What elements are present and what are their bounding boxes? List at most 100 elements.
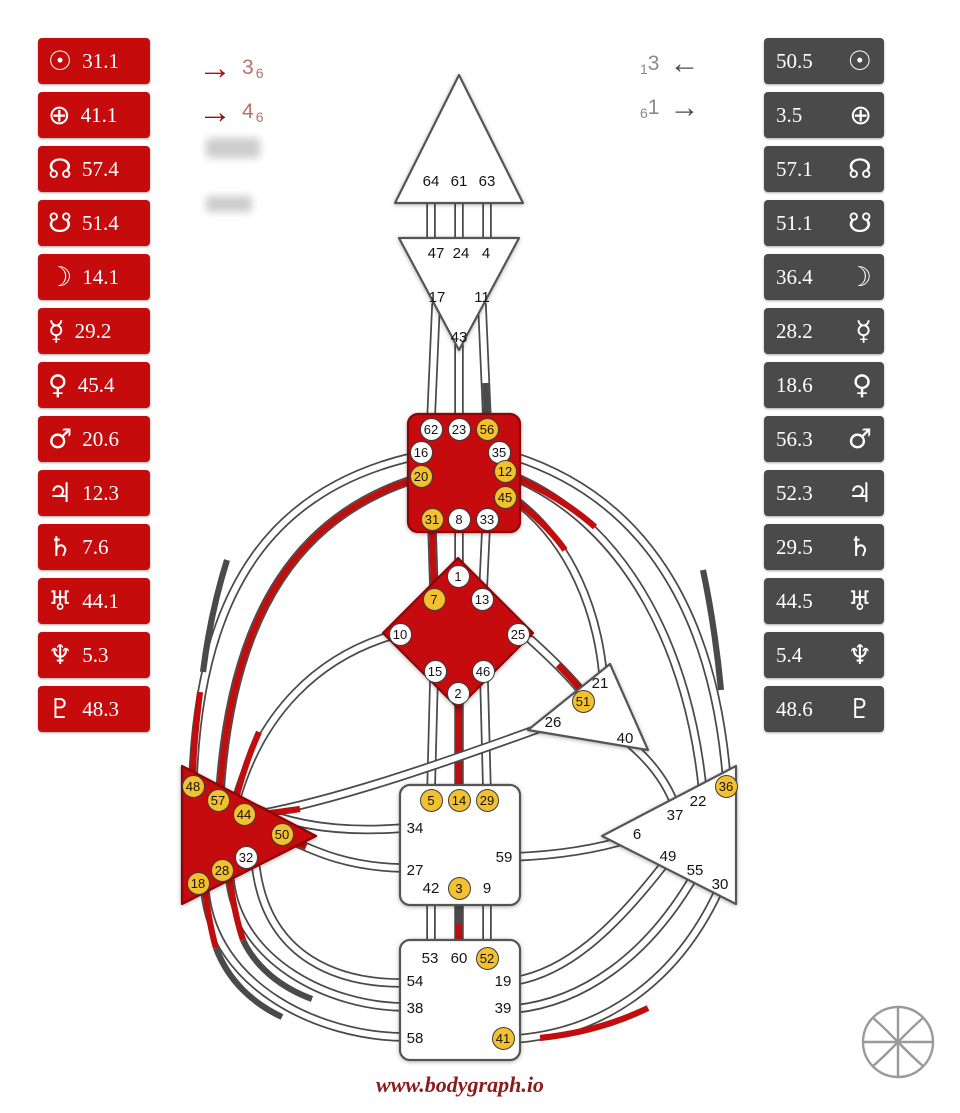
- gate-27[interactable]: 27: [406, 861, 424, 879]
- uranus-icon: ♅: [48, 585, 73, 617]
- gate-5[interactable]: 5: [419, 788, 443, 812]
- design-uranus-value: 44.1: [82, 588, 119, 613]
- channels: [188, 193, 732, 1044]
- channel-17-62: [426, 300, 441, 425]
- gate-9[interactable]: 9: [482, 879, 492, 897]
- center-solar-plexus[interactable]: [600, 764, 738, 906]
- north-node-icon: ☊: [848, 153, 872, 185]
- personality-venus-value: 18.6: [776, 372, 813, 397]
- gate-26[interactable]: 26: [544, 713, 562, 731]
- gate-51[interactable]: 51: [571, 689, 595, 713]
- center-ajna[interactable]: [397, 236, 521, 352]
- gate-56[interactable]: 56: [475, 417, 499, 441]
- gate-13[interactable]: 13: [470, 587, 494, 611]
- gate-35[interactable]: 35: [487, 440, 511, 464]
- gate-23[interactable]: 23: [447, 417, 471, 441]
- channel-35-36: [508, 451, 732, 787]
- gate-30[interactable]: 30: [711, 875, 729, 893]
- gate-12[interactable]: 12: [493, 459, 517, 483]
- gate-37[interactable]: 37: [666, 806, 684, 824]
- gate-1[interactable]: 1: [446, 564, 470, 588]
- pluto-icon: ♇: [847, 693, 872, 725]
- gate-19[interactable]: 19: [494, 972, 512, 990]
- gate-10[interactable]: 10: [388, 622, 412, 646]
- gate-34[interactable]: 34: [406, 819, 424, 837]
- gate-29[interactable]: 29: [475, 788, 499, 812]
- gate-39[interactable]: 39: [494, 999, 512, 1017]
- gate-55[interactable]: 55: [686, 861, 704, 879]
- gate-58[interactable]: 58: [406, 1029, 424, 1047]
- design-row-jupiter: ♃12.3: [38, 470, 150, 516]
- gate-49[interactable]: 49: [659, 847, 677, 865]
- gate-54[interactable]: 54: [406, 972, 424, 990]
- design-row-pluto: ♇48.3: [38, 686, 150, 732]
- gate-63[interactable]: 63: [478, 172, 496, 190]
- channel-12-22: [512, 473, 708, 798]
- gate-4[interactable]: 4: [481, 244, 491, 262]
- gate-33[interactable]: 33: [475, 507, 499, 531]
- gate-47[interactable]: 47: [427, 244, 445, 262]
- gate-62[interactable]: 62: [419, 417, 443, 441]
- gate-17[interactable]: 17: [428, 288, 446, 306]
- channel-18-58: [200, 886, 411, 1042]
- design-panel: ☉31.1 ⊕41.1 ☊57.4 ☋51.4 ☽14.1 ☿29.2 ♀45.…: [38, 38, 150, 732]
- personality-mercury-value: 28.2: [776, 318, 813, 343]
- gate-22[interactable]: 22: [689, 792, 707, 810]
- gate-11[interactable]: 11: [474, 288, 490, 306]
- gate-46[interactable]: 46: [471, 659, 495, 683]
- gate-36[interactable]: 36: [714, 774, 738, 798]
- gate-43[interactable]: 43: [450, 328, 468, 346]
- gate-21[interactable]: 21: [591, 674, 609, 692]
- personality-row-sun: 50.5☉: [764, 38, 884, 84]
- center-g[interactable]: [381, 556, 535, 710]
- center-sacral[interactable]: [398, 783, 522, 907]
- gate-45[interactable]: 45: [493, 485, 517, 509]
- gate-61[interactable]: 61: [450, 172, 468, 190]
- gate-18[interactable]: 18: [186, 871, 210, 895]
- gate-50[interactable]: 50: [270, 822, 294, 846]
- gate-8[interactable]: 8: [447, 507, 471, 531]
- design-row-moon: ☽14.1: [38, 254, 150, 300]
- gate-32[interactable]: 32: [234, 845, 258, 869]
- gate-20[interactable]: 20: [409, 464, 433, 488]
- gate-41[interactable]: 41: [491, 1026, 515, 1050]
- center-head[interactable]: [393, 73, 525, 205]
- center-root[interactable]: [398, 938, 522, 1062]
- design-pluto-value: 48.3: [82, 696, 119, 721]
- personality-south-node-value: 51.1: [776, 210, 813, 235]
- personality-pluto-value: 48.6: [776, 696, 813, 721]
- design-venus-value: 45.4: [77, 372, 115, 397]
- gate-2[interactable]: 2: [446, 681, 470, 705]
- gate-28[interactable]: 28: [210, 858, 234, 882]
- gate-44[interactable]: 44: [232, 802, 256, 826]
- gate-3[interactable]: 3: [447, 876, 471, 900]
- gate-7[interactable]: 7: [422, 587, 446, 611]
- footer-url[interactable]: www.bodygraph.io: [376, 1072, 544, 1097]
- gate-14[interactable]: 14: [447, 788, 471, 812]
- gate-60[interactable]: 60: [450, 949, 468, 967]
- gate-38[interactable]: 38: [406, 999, 424, 1017]
- gate-40[interactable]: 40: [616, 729, 634, 747]
- channel-20-57: [215, 475, 417, 797]
- gate-42[interactable]: 42: [422, 879, 440, 897]
- gate-16[interactable]: 16: [409, 440, 433, 464]
- gate-48[interactable]: 48: [181, 774, 205, 798]
- gate-24[interactable]: 24: [452, 244, 470, 262]
- personality-panel: 50.5☉ 3.5⊕ 57.1☊ 51.1☋ 36.4☽ 28.2☿ 18.6♀…: [764, 38, 884, 732]
- gate-6[interactable]: 6: [632, 825, 642, 843]
- personality-jupiter-value: 52.3: [776, 480, 813, 505]
- personality-row-mercury: 28.2☿: [764, 308, 884, 354]
- personality-row-pluto: 48.6 ♇: [764, 686, 884, 732]
- south-node-icon: ☋: [848, 207, 872, 239]
- channel-32-54: [251, 863, 411, 988]
- gate-15[interactable]: 15: [423, 659, 447, 683]
- gate-53[interactable]: 53: [421, 949, 439, 967]
- gate-25[interactable]: 25: [506, 622, 530, 646]
- gate-64[interactable]: 64: [422, 172, 440, 190]
- gate-59[interactable]: 59: [495, 848, 513, 866]
- gate-52[interactable]: 52: [475, 946, 499, 970]
- design-row-north-node: ☊57.4: [38, 146, 150, 192]
- personality-row-saturn: 29.5♄: [764, 524, 884, 570]
- gate-57[interactable]: 57: [206, 788, 230, 812]
- gate-31[interactable]: 31: [420, 507, 444, 531]
